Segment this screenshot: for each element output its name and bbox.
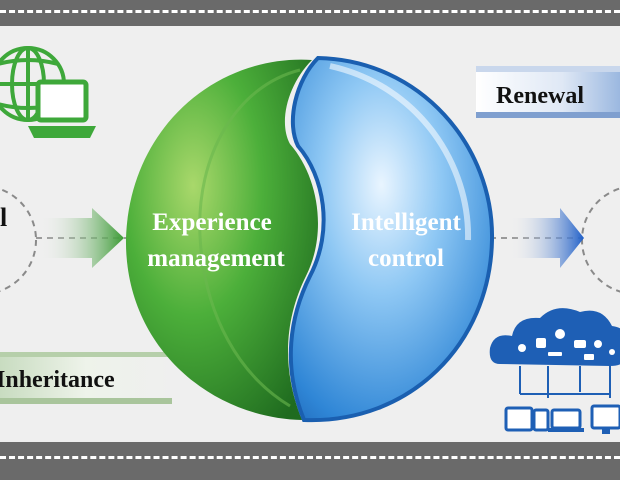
top-road-border [0, 0, 620, 26]
laptop-icon [28, 79, 96, 138]
green-leaf-vein [198, 68, 301, 408]
diagram-svg: l Renewal Inheritance [0, 46, 620, 434]
bottom-lane-dash [0, 456, 620, 459]
intelligent-label-line2: control [368, 245, 444, 272]
cloud-network-icon [489, 308, 620, 434]
right-node-circle [581, 187, 620, 293]
blue-half-sphere [288, 55, 495, 423]
globe-icon [0, 46, 66, 122]
renewal-banner [476, 66, 620, 118]
inheritance-banner [0, 352, 172, 404]
inheritance-label: Inheritance [0, 367, 115, 393]
bottom-road-border [0, 442, 620, 480]
green-arrow [40, 208, 124, 268]
intelligent-label-line1: Intelligent [351, 209, 461, 236]
renewal-label: Renewal [496, 83, 584, 109]
left-node-circle [0, 188, 37, 292]
blue-arrow [510, 208, 584, 268]
blue-highlight [329, 63, 472, 241]
green-half-sphere [125, 59, 318, 421]
experience-label-line2: management [147, 245, 285, 272]
top-lane-dash [0, 10, 620, 13]
diagram-canvas: l Renewal Inheritance [0, 26, 620, 442]
experience-label-line1: Experience [152, 209, 271, 236]
left-node-label: l [0, 203, 7, 232]
